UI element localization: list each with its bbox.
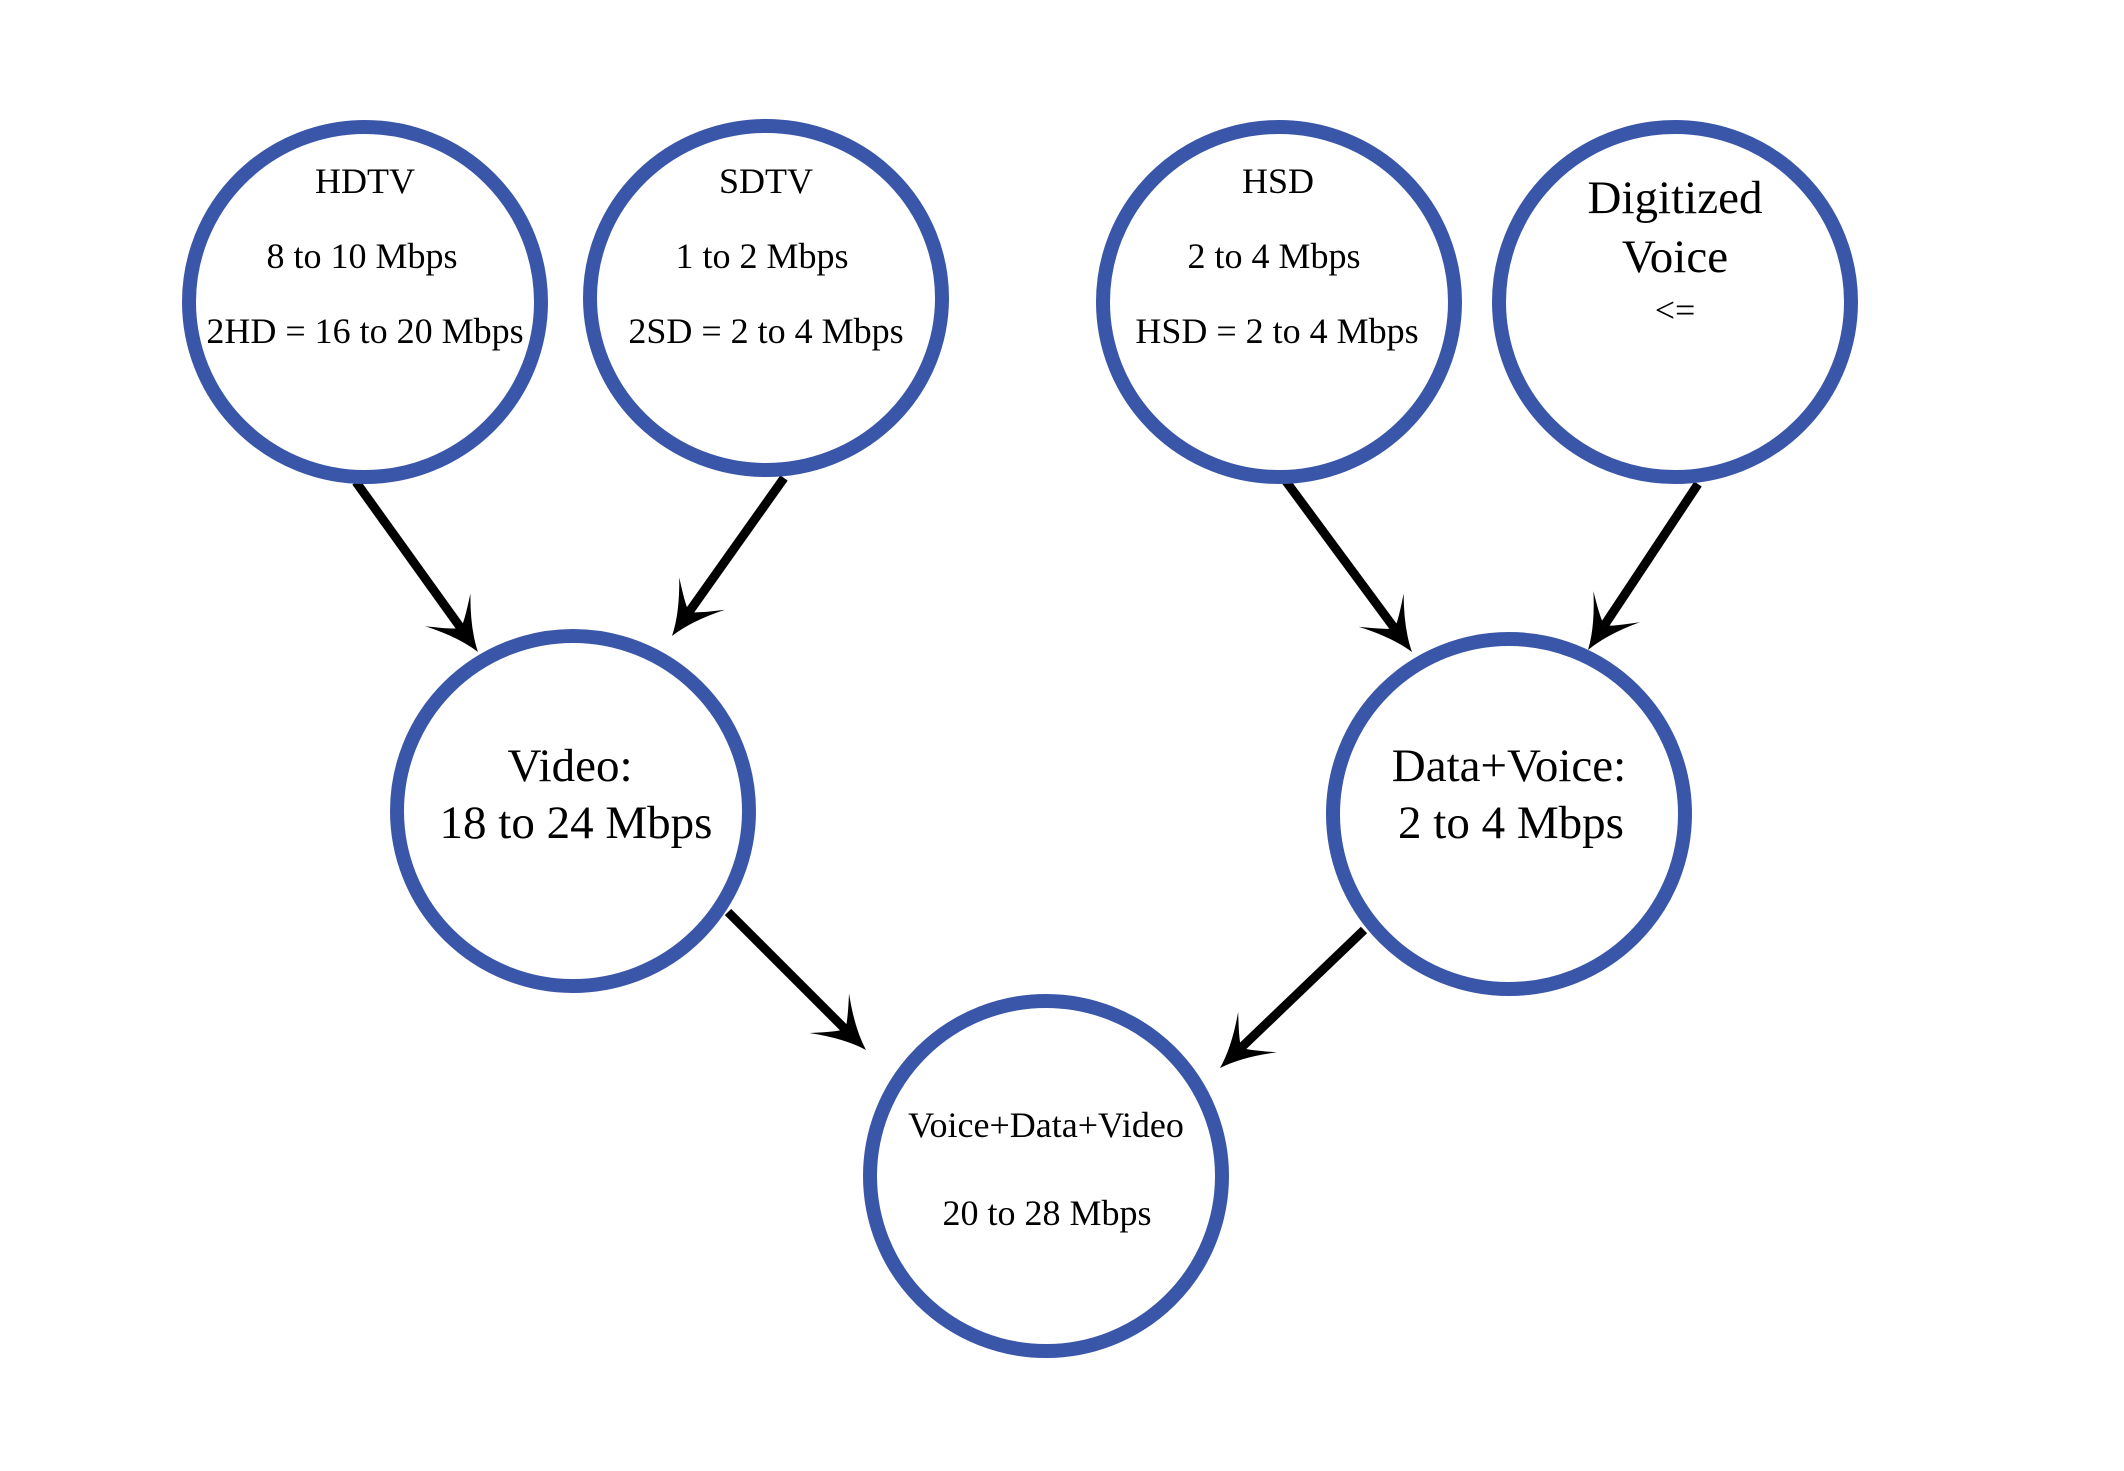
node-video-title: Video: [507, 740, 632, 792]
node-voice-symbol: <= [1655, 290, 1696, 330]
node-hdtv-circle [182, 120, 548, 484]
edge-line [685, 475, 788, 615]
arrowhead-icon [1220, 1011, 1277, 1068]
edge-hdtv-to-video [352, 479, 478, 652]
node-datavoice-rate: 2 to 4 Mbps [1398, 797, 1624, 849]
node-voice-data-video: Voice+Data+Video 20 to 28 Mbps [863, 994, 1229, 1358]
node-sdtv: SDTV 1 to 2 Mbps 2SD = 2 to 4 Mbps [583, 119, 949, 477]
node-hsd-title: HSD [1242, 161, 1314, 201]
arrowhead-icon [672, 577, 725, 636]
node-datavoice-title: Data+Voice: [1392, 740, 1626, 792]
edge-line [1600, 481, 1702, 628]
node-video-circle [390, 629, 756, 993]
node-total-rate: 20 to 28 Mbps [942, 1193, 1151, 1233]
edge-line [1238, 926, 1368, 1051]
node-total-circle [863, 994, 1229, 1358]
arrowhead-icon [809, 993, 866, 1050]
node-hsd-rate: 2 to 4 Mbps [1187, 236, 1360, 276]
node-sdtv-circle [583, 119, 949, 477]
node-voice-title: Digitized [1588, 172, 1763, 224]
edge-datavoice-to-total [1220, 926, 1368, 1068]
node-hsd: HSD 2 to 4 Mbps HSD = 2 to 4 Mbps [1096, 120, 1462, 484]
arrowhead-icon [424, 593, 478, 652]
edges [352, 475, 1702, 1068]
node-hsd-dual-rate: HSD = 2 to 4 Mbps [1135, 311, 1418, 351]
edge-video-to-total [724, 908, 866, 1050]
node-video-rate: 18 to 24 Mbps [440, 797, 713, 849]
node-voice-circle [1492, 120, 1858, 484]
node-sdtv-rate: 1 to 2 Mbps [675, 236, 848, 276]
node-sdtv-dual-rate: 2SD = 2 to 4 Mbps [628, 311, 903, 351]
edge-hsd-to-datavoice [1281, 477, 1412, 652]
edge-voice-to-datavoice [1588, 481, 1702, 650]
node-video: Video: 18 to 24 Mbps [390, 629, 756, 993]
edge-sdtv-to-video [672, 475, 788, 636]
node-hdtv: HDTV 8 to 10 Mbps 2HD = 16 to 20 Mbps [182, 120, 548, 484]
node-datavoice-circle [1326, 632, 1692, 996]
node-total-title: Voice+Data+Video [908, 1105, 1184, 1145]
edge-line [724, 908, 848, 1032]
edge-line [352, 479, 465, 631]
edge-line [1281, 477, 1398, 631]
node-hdtv-title: HDTV [315, 161, 415, 201]
node-sdtv-title: SDTV [719, 161, 813, 201]
node-hdtv-dual-rate: 2HD = 16 to 20 Mbps [206, 311, 523, 351]
node-hdtv-rate: 8 to 10 Mbps [266, 236, 457, 276]
arrowhead-icon [1358, 593, 1412, 652]
node-digitized-voice: Digitized Voice <= [1492, 120, 1858, 484]
node-voice-subtitle: Voice [1622, 231, 1728, 283]
node-hsd-circle [1096, 120, 1462, 484]
arrowhead-icon [1588, 591, 1641, 650]
node-data-voice: Data+Voice: 2 to 4 Mbps [1326, 632, 1692, 996]
